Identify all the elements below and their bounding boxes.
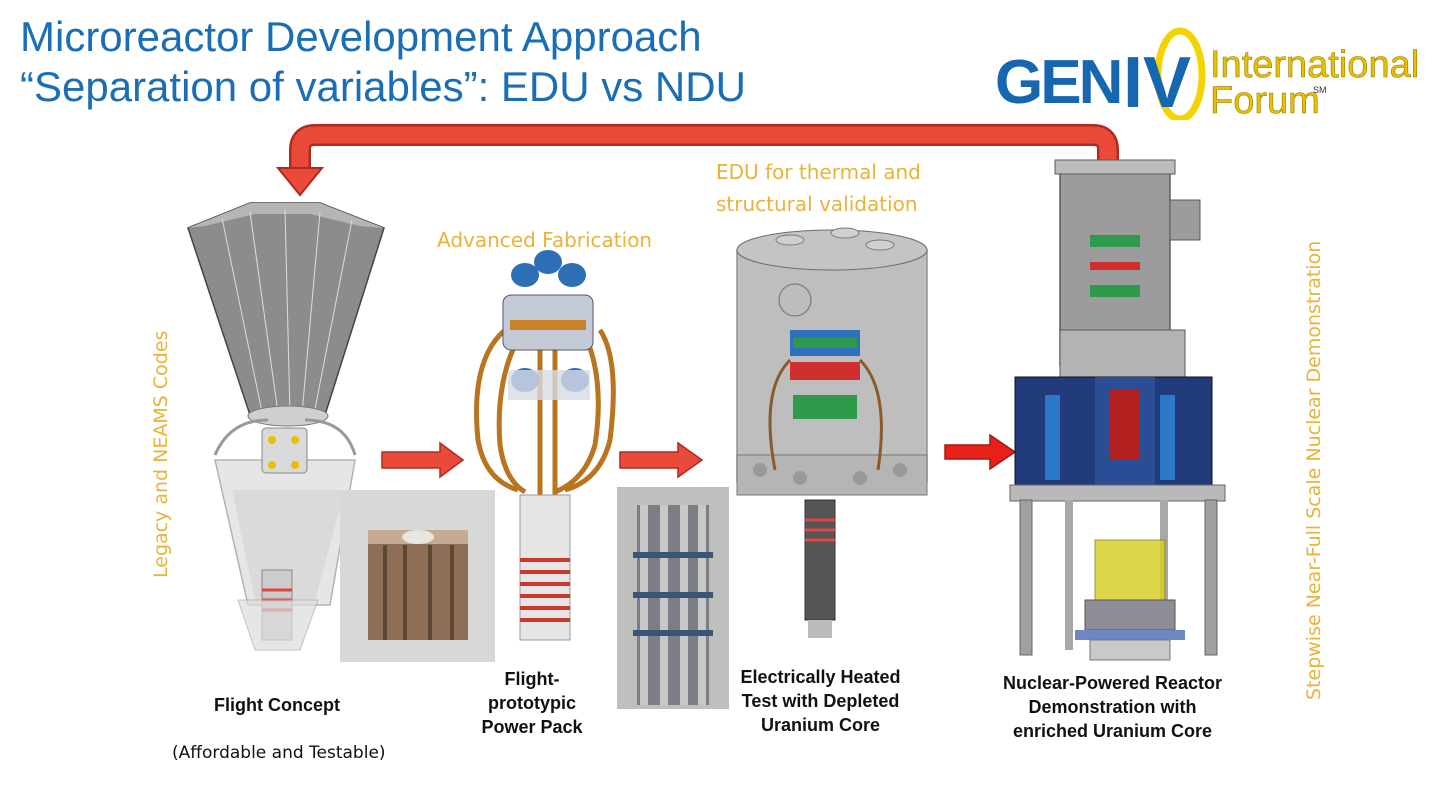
edu-label: Electrically Heated Test with Depleted U… bbox=[718, 665, 923, 737]
arrow-1 bbox=[381, 441, 465, 479]
heater-rig-photo bbox=[617, 487, 729, 709]
ndu-reactor-image bbox=[1009, 159, 1226, 661]
edu-vessel-image bbox=[736, 227, 928, 638]
ndu-label-line-2: Demonstration with bbox=[1028, 697, 1197, 717]
gen-iv-logo-graphic: GEN IV International Forum SM bbox=[995, 27, 1419, 120]
power-pack-label-line-2: prototypic bbox=[488, 693, 576, 713]
power-pack-label-line-3: Power Pack bbox=[481, 717, 583, 737]
title-line-2: “Separation of variables”: EDU vs NDU bbox=[20, 63, 746, 110]
gen-iv-logo: GEN IV International Forum SM bbox=[995, 25, 1425, 120]
left-vertical-caption: Legacy and NEAMS Codes bbox=[150, 330, 172, 578]
logo-forum: Forum bbox=[1210, 80, 1320, 120]
return-arrow bbox=[275, 124, 1119, 197]
edu-label-line-1: Electrically Heated bbox=[740, 667, 901, 687]
ndu-label-line-1: Nuclear-Powered Reactor bbox=[1002, 673, 1223, 693]
edu-caption: EDU for thermal and structural validatio… bbox=[716, 156, 921, 220]
flight-concept-image bbox=[187, 202, 385, 651]
slide-title: Microreactor Development Approach “Separ… bbox=[20, 12, 746, 112]
edu-caption-line-1: EDU for thermal and bbox=[716, 160, 921, 184]
arrow-3 bbox=[944, 433, 1017, 471]
core-photo bbox=[340, 490, 495, 662]
flight-concept-label: Flight Concept bbox=[214, 695, 340, 715]
flight-concept-sublabel: (Affordable and Testable) bbox=[172, 743, 386, 763]
logo-gen: GEN bbox=[995, 48, 1120, 117]
ndu-label: Nuclear-Powered Reactor Demonstration wi… bbox=[970, 671, 1255, 743]
power-pack-label-line-1: Flight- bbox=[504, 669, 560, 689]
edu-caption-line-2: structural validation bbox=[716, 192, 918, 216]
ndu-label-line-3: enriched Uranium Core bbox=[1012, 721, 1213, 741]
right-vertical-caption: Stepwise Near-Full Scale Nuclear Demonst… bbox=[1303, 240, 1325, 700]
logo-sm: SM bbox=[1313, 85, 1327, 95]
logo-international: International bbox=[1210, 44, 1419, 86]
edu-label-line-3: Uranium Core bbox=[760, 715, 881, 735]
arrow-2 bbox=[619, 441, 704, 479]
logo-iv: IV bbox=[1123, 43, 1191, 120]
power-pack-label: Flight- prototypic Power Pack bbox=[452, 667, 612, 739]
title-line-1: Microreactor Development Approach bbox=[20, 13, 702, 60]
power-pack-image bbox=[474, 250, 616, 641]
edu-label-line-2: Test with Depleted bbox=[741, 691, 900, 711]
advanced-fabrication-caption: Advanced Fabrication bbox=[437, 228, 653, 252]
